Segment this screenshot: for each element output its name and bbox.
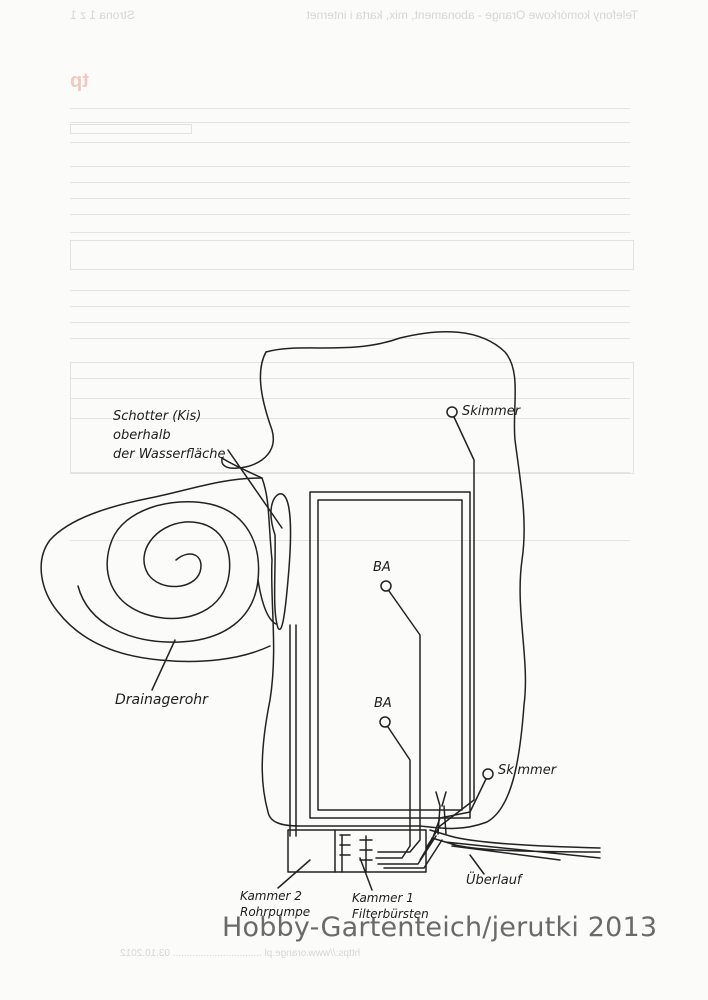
skimmer-top-pipe [425, 416, 475, 849]
background-box-3 [70, 362, 634, 474]
kammer1-leader [359, 857, 373, 891]
filter-chamber-box [287, 829, 427, 873]
schotter-leader [227, 449, 283, 529]
label-schotter-line1: Schotter (Kis) [113, 409, 202, 424]
label-ba-lower: BA [374, 696, 392, 711]
skimmer-top-symbol [446, 406, 458, 418]
label-schotter-line2: oberhalb [113, 427, 171, 443]
inlet-pipes-bottom [435, 791, 447, 835]
drainage-pipe-spiral [77, 501, 260, 643]
pond-basin-outer [309, 491, 471, 819]
label-skimmer-bottom: Skimmer [498, 763, 557, 778]
overflow-pipe [429, 829, 601, 861]
label-drainagerohr: Drainagerohr [115, 692, 208, 708]
skimmer-bottom-symbol [482, 768, 494, 780]
pond-basin-inner [317, 499, 463, 811]
bottom-drain-lower-pipe [375, 726, 411, 859]
background-box-1 [70, 124, 192, 134]
bottom-drain-lower-symbol [379, 716, 391, 728]
label-skimmer-top: Skimmer [462, 404, 521, 419]
label-schotter: Schotter (Kis) oberhalb der Wasserfläche [113, 409, 226, 463]
drainagerohr-leader [151, 639, 176, 691]
label-schotter-line3: der Wasserfläche [113, 446, 226, 462]
bottom-drain-upper-symbol [380, 580, 392, 592]
kammer2-leader [277, 859, 311, 889]
pond-outline-top-left [221, 351, 275, 469]
chamber-connection-pipes [377, 835, 443, 869]
drainage-area-outline [40, 477, 271, 663]
label-kammer2-line1: Kammer 2 [240, 889, 302, 903]
label-kammer2-line2: Rohrpumpe [240, 904, 311, 919]
label-ueberlauf: Überlauf [466, 873, 522, 888]
ueberlauf-leader [469, 854, 485, 875]
pond-outline [221, 330, 527, 830]
watermark: Hobby-Gartenteich/jerutki 2013 [222, 912, 658, 943]
background-box-2 [70, 240, 634, 270]
label-ba-upper: BA [373, 560, 391, 575]
drainage-pipe-lead [257, 579, 277, 625]
filter-brush-marks [339, 834, 373, 873]
skimmer-bottom-pipe [419, 778, 487, 861]
label-kammer2: Kammer 2 Rohrpumpe [240, 889, 311, 920]
label-kammer1: Kammer 1 Filterbürsten [352, 891, 429, 922]
gravel-zone-outline [270, 493, 292, 631]
label-kammer1-line2: Filterbürsten [352, 906, 429, 921]
label-kammer1-line1: Kammer 1 [352, 891, 414, 905]
bottom-drain-upper-pipe [377, 590, 421, 853]
